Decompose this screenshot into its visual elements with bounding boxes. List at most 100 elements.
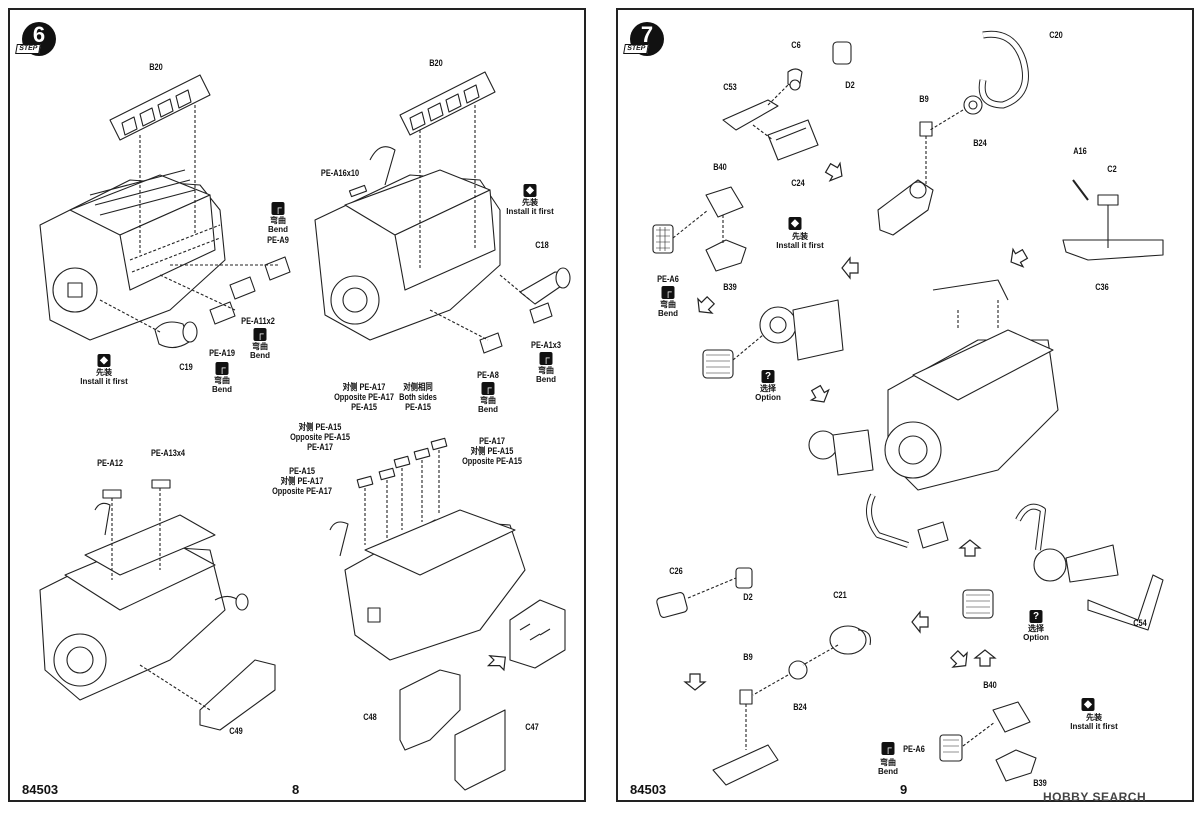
label-pe-a16x10: PE-A16x10 — [320, 168, 360, 178]
part-grille-c — [509, 599, 566, 669]
step-label: STEP — [623, 44, 650, 54]
label-a16: A16 — [1073, 146, 1087, 156]
c36-frame-part — [1062, 200, 1164, 261]
watermark-text: HOBBY SEARCH — [1043, 790, 1147, 804]
right-instruction-page: 7 STEP C6 C20 C53 D2 B9 B24 C24 B40 A16 … — [616, 8, 1194, 802]
label-c53: C53 — [723, 82, 737, 92]
hollow-arrow-icon — [683, 161, 1029, 691]
label-pe-a12: PE-A12 — [97, 458, 123, 468]
catalog-number: 84503 — [630, 782, 667, 797]
pe-a6-mesh-part — [652, 224, 674, 254]
main-engine-block — [884, 279, 1059, 491]
option-turbo-assembly — [702, 299, 844, 379]
b40-lower-part — [992, 701, 1031, 733]
hollow-arrow-icon — [486, 655, 506, 672]
c48-bracket-part — [399, 669, 461, 751]
c26-part — [656, 592, 688, 618]
label-pe-a13x4: PE-A13x4 — [150, 448, 186, 458]
c54-part — [1087, 574, 1164, 631]
label-pe-a11x2: PE-A11x2 — [241, 316, 275, 326]
bend-icon: ┌ — [481, 382, 495, 395]
engine-block-3 — [39, 502, 249, 701]
option-icon: ? — [1029, 610, 1043, 623]
c49-tray-part — [199, 659, 276, 731]
label-b39: B39 — [1033, 778, 1047, 788]
b24-lower-part — [788, 660, 808, 680]
c53-part — [722, 99, 779, 131]
intake-part — [917, 521, 949, 549]
b40-part — [705, 186, 744, 218]
c19-pipe-part — [154, 321, 198, 349]
bend-icon: ┌ — [661, 286, 675, 299]
step-badge: 6 STEP — [15, 22, 56, 56]
right-turbo-assembly — [962, 503, 1119, 619]
label-c18: C18 — [535, 240, 549, 250]
bend-icon: ┌ — [881, 742, 895, 755]
option-icon: ? — [761, 370, 775, 383]
label-c26: C26 — [669, 566, 683, 576]
b9-lower-part — [739, 689, 753, 705]
c2-part — [1097, 194, 1119, 206]
step-number: 6 — [32, 22, 46, 47]
label-pe-a6: PE-A6 — [903, 744, 925, 754]
pe-a15-a17-plates — [356, 437, 448, 489]
label-pe-a1x3: PE-A1x3 — [531, 340, 561, 350]
label-b9: B9 — [919, 94, 929, 104]
step6-engine-illustration — [39, 71, 571, 791]
label-c48: C48 — [363, 712, 377, 722]
label-c24: C24 — [791, 178, 805, 188]
c47-plate-part — [454, 709, 506, 791]
c6-part — [787, 68, 803, 91]
install-first-icon: ◆ — [1081, 698, 1095, 711]
label-b24: B24 — [793, 702, 807, 712]
pe-a1-plate — [529, 302, 553, 324]
bend-icon: ┌ — [215, 362, 229, 375]
b20-head-part-a — [109, 74, 211, 141]
bend-icon: ┌ — [271, 202, 285, 215]
label-b20: B20 — [149, 62, 163, 72]
step-badge: 7 STEP — [623, 22, 664, 56]
d2-lower-part — [735, 567, 753, 589]
pe-a19-plate — [209, 301, 236, 325]
left-turbo-assembly — [808, 429, 874, 476]
label-c54: C54 — [1133, 618, 1147, 628]
c20-pipe-part — [978, 30, 1029, 109]
label-pe-a19: PE-A19 — [209, 348, 235, 358]
c24-part — [767, 119, 819, 161]
pe-a11-plate-1 — [229, 276, 256, 300]
pe-a8-plate — [479, 332, 503, 354]
label-c2: C2 — [1107, 164, 1117, 174]
label-pe-a6: PE-A6 — [657, 274, 679, 284]
b39-lower-part — [995, 749, 1037, 782]
label-c47: C47 — [525, 722, 539, 732]
page-number: 8 — [292, 782, 300, 797]
pe-a9-bend-plate-1 — [264, 256, 291, 281]
label-b40: B40 — [983, 680, 997, 690]
step-number: 7 — [640, 22, 654, 47]
label-b39: B39 — [723, 282, 737, 292]
label-d2: D2 — [743, 592, 753, 602]
label-b24: B24 — [973, 138, 987, 148]
a16-part — [1072, 179, 1089, 201]
label-d2: D2 — [845, 80, 855, 90]
engine-block-1 — [39, 169, 226, 341]
engine-block-4 — [329, 509, 526, 661]
install-first-icon: ◆ — [523, 184, 537, 197]
